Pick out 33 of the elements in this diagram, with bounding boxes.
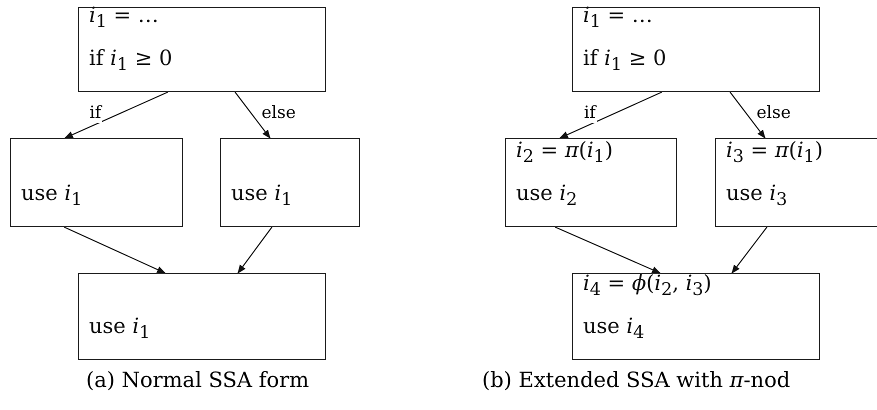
edge-label: if — [88, 103, 102, 123]
subfigure-caption: (b) Extended SSA with π-nod — [482, 368, 790, 392]
arrow — [64, 92, 168, 138]
code-block-box — [10, 138, 183, 227]
code-line: use i$_{3}$ — [726, 180, 788, 212]
code-block-box — [505, 138, 677, 227]
code-block-box — [572, 7, 820, 92]
arrow — [237, 226, 272, 274]
code-block-box — [78, 7, 326, 92]
arrow — [64, 226, 166, 274]
code-line: if i$_{1}$ ≥ 0 — [89, 44, 174, 77]
arrow — [234, 92, 271, 139]
arrow — [731, 226, 768, 274]
code-line: use i$_{1}$ — [231, 180, 294, 212]
code-line: if i$_{1}$ ≥ 0 — [583, 44, 668, 77]
code-line: use i$_{4}$ — [583, 312, 646, 345]
arrow — [554, 226, 661, 274]
code-line: i$_{2}$ = π(i$_{1}$) — [516, 136, 614, 169]
arrow — [730, 92, 766, 139]
code-block-box — [715, 138, 877, 227]
code-line: i$_{4}$ = ϕ(i$_{2}$, i$_{3}$) — [583, 270, 713, 302]
code-line: use i$_{1}$ — [21, 180, 84, 212]
code-block-box — [78, 273, 326, 360]
code-line: use i$_{1}$ — [89, 312, 152, 345]
code-line: i$_{1}$ = … — [89, 2, 160, 34]
edge-label: if — [583, 103, 597, 123]
arrow — [559, 92, 662, 138]
code-block-box — [220, 138, 360, 227]
code-line: use i$_{2}$ — [516, 180, 578, 212]
subfigure-caption: (a) Normal SSA form — [86, 368, 310, 392]
code-block-box — [572, 273, 820, 360]
code-line: i$_{1}$ = … — [583, 2, 654, 34]
code-line: i$_{3}$ = π(i$_{1}$) — [726, 136, 824, 169]
